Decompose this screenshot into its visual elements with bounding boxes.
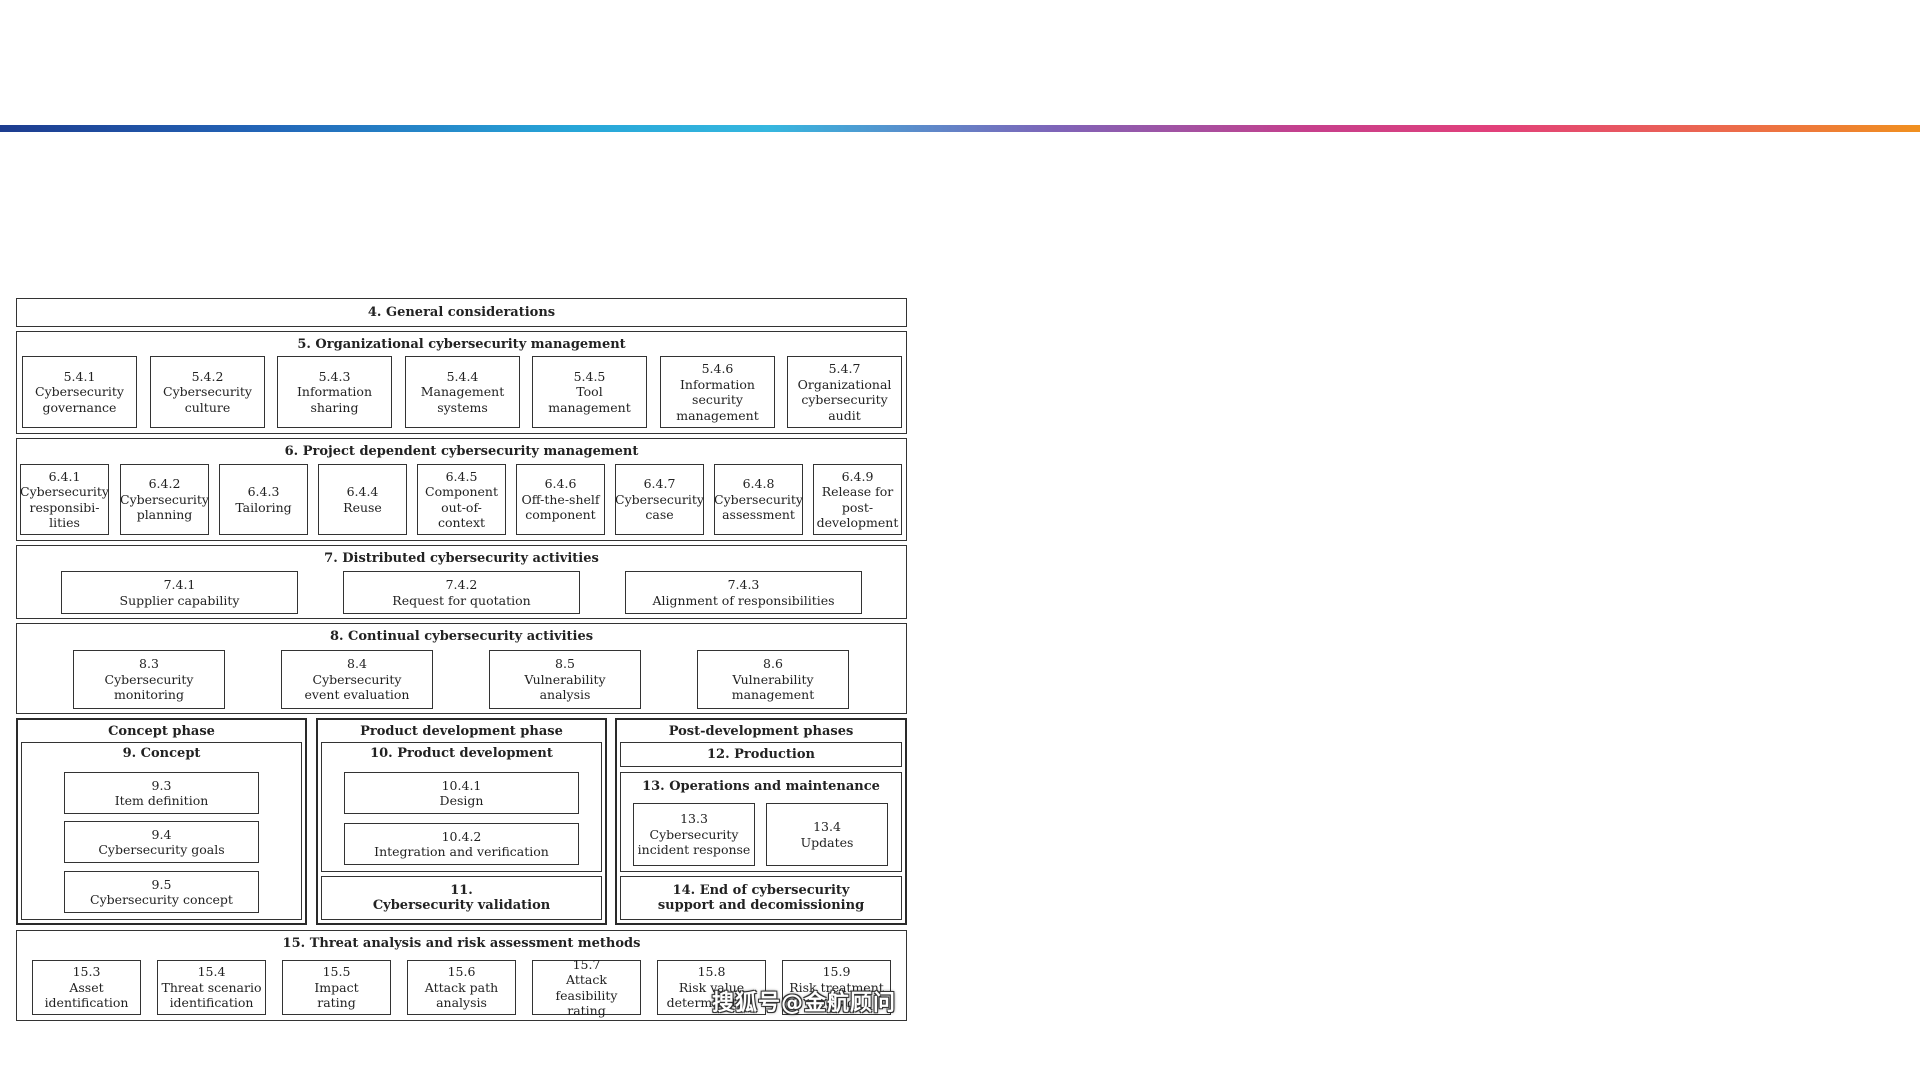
product-development-item: 10.4.2 Integration and verification — [344, 823, 579, 865]
continual-item: 8.5 Vulnerability analysis — [489, 650, 641, 709]
continual-item-label: 8.3 Cybersecurity monitoring — [104, 656, 194, 703]
end-of-support-section: 14. End of cybersecurity support and dec… — [620, 876, 902, 920]
org-item: 5.4.2 Cybersecurity culture — [150, 356, 265, 428]
project-item: 6.4.3 Tailoring — [219, 464, 308, 535]
concept-item-label: 9.4 Cybersecurity goals — [98, 826, 225, 858]
org-item: 5.4.1 Cybersecurity governance — [22, 356, 137, 428]
section-threat-analysis-title: 15. Threat analysis and risk assessment … — [282, 936, 641, 952]
distributed-item: 7.4.1 Supplier capability — [61, 571, 298, 614]
threat-item-label: 15.9 Risk treatment decision — [789, 964, 884, 1011]
threat-item-label: 15.5 Impact rating — [314, 964, 359, 1011]
product-development-item: 10.4.1 Design — [344, 772, 579, 814]
continual-item-label: 8.4 Cybersecurity event evaluation — [304, 656, 410, 703]
continual-item: 8.3 Cybersecurity monitoring — [73, 650, 225, 709]
threat-item: 15.3 Asset identification — [32, 960, 141, 1015]
section-general-label: 4. General considerations — [367, 304, 556, 320]
project-item: 6.4.2 Cybersecurity planning — [120, 464, 209, 535]
section-distributed-title: 7. Distributed cybersecurity activities — [324, 551, 599, 567]
project-item: 6.4.5 Component out-of-context — [417, 464, 506, 535]
project-item-label: 6.4.9 Release for post- development — [816, 468, 899, 531]
continual-item: 8.6 Vulnerability management — [697, 650, 849, 709]
threat-item-label: 15.3 Asset identification — [44, 964, 129, 1011]
project-item-label: 6.4.3 Tailoring — [235, 484, 292, 515]
continual-item-label: 8.6 Vulnerability management — [731, 656, 815, 703]
org-item-label: 5.4.6 Information security management — [676, 361, 759, 423]
threat-item: 15.7 Attack feasibility rating — [532, 956, 641, 1019]
operations-item-label: 13.3 Cybersecurity incident response — [637, 811, 751, 858]
project-item: 6.4.9 Release for post- development — [813, 464, 902, 535]
threat-item-label: 15.6 Attack path analysis — [424, 964, 499, 1011]
project-item-label: 6.4.8 Cybersecurity assessment — [714, 476, 803, 523]
project-item: 6.4.4 Reuse — [318, 464, 407, 535]
threat-item: 15.5 Impact rating — [282, 960, 391, 1015]
project-item: 6.4.6 Off-the-shelf component — [516, 464, 605, 535]
distributed-item-label: 7.4.1 Supplier capability — [119, 577, 240, 608]
operations-item: 13.4 Updates — [766, 803, 888, 866]
iso21434-structure-diagram: 4. General considerations 5. Organization… — [16, 298, 908, 1024]
threat-item-label: 15.7 Attack feasibility rating — [555, 956, 618, 1019]
distributed-item: 7.4.3 Alignment of responsibilities — [625, 571, 862, 614]
concept-section-title: 9. Concept — [122, 746, 201, 762]
production-section-label: 12. Production — [707, 746, 815, 762]
concept-item: 9.4 Cybersecurity goals — [64, 821, 259, 863]
org-item: 5.4.5 Tool management — [532, 356, 647, 428]
project-item-label: 6.4.7 Cybersecurity case — [615, 476, 704, 523]
post-development-phases-title: Post-development phases — [668, 723, 854, 739]
project-item-label: 6.4.1 Cybersecurity responsibi- lities — [20, 468, 109, 531]
watermark-text: 搜狐号@金航顾问 — [712, 991, 897, 1016]
concept-phase-title: Concept phase — [108, 723, 215, 739]
org-item-label: 5.4.1 Cybersecurity governance — [35, 368, 124, 415]
continual-item-label: 8.5 Vulnerability analysis — [524, 656, 606, 703]
org-item-label: 5.4.7 Organizational cybersecurity audit — [797, 361, 892, 423]
org-item: 5.4.3 Information sharing — [277, 356, 392, 428]
concept-item-label: 9.5 Cybersecurity concept — [90, 876, 233, 908]
continual-item: 8.4 Cybersecurity event evaluation — [281, 650, 433, 709]
org-item: 5.4.6 Information security management — [660, 356, 775, 428]
section-general: 4. General considerations — [16, 298, 907, 327]
header-gradient-bar — [0, 125, 1920, 132]
distributed-item-label: 7.4.2 Request for quotation — [392, 577, 531, 608]
threat-item: 15.4 Threat scenario identification — [157, 960, 266, 1015]
org-item: 5.4.4 Management systems — [405, 356, 520, 428]
product-development-item-label: 10.4.1 Design — [439, 777, 484, 809]
project-item-label: 6.4.2 Cybersecurity planning — [120, 476, 209, 523]
project-item-label: 6.4.5 Component out-of-context — [425, 468, 498, 531]
threat-item: 15.8 Risk value determination — [657, 960, 766, 1015]
validation-section-label: 11. Cybersecurity validation — [372, 882, 551, 914]
concept-item: 9.3 Item definition — [64, 772, 259, 814]
project-item: 6.4.1 Cybersecurity responsibi- lities — [20, 464, 109, 535]
operations-section-title: 13. Operations and maintenance — [642, 779, 880, 795]
section-continual-title: 8. Continual cybersecurity activities — [329, 629, 594, 645]
distributed-item: 7.4.2 Request for quotation — [343, 571, 580, 614]
production-section: 12. Production — [620, 742, 902, 767]
section-project-dependent-title: 6. Project dependent cybersecurity manag… — [284, 444, 639, 460]
concept-item-label: 9.3 Item definition — [114, 777, 209, 809]
product-development-phase-title: Product development phase — [360, 723, 563, 739]
project-item: 6.4.7 Cybersecurity case — [615, 464, 704, 535]
org-item-label: 5.4.4 Management systems — [420, 368, 505, 415]
org-item-label: 5.4.2 Cybersecurity culture — [163, 368, 252, 415]
project-item-label: 6.4.6 Off-the-shelf component — [521, 476, 600, 523]
operations-item-label: 13.4 Updates — [800, 819, 854, 850]
org-item-label: 5.4.3 Information sharing — [296, 368, 373, 415]
distributed-item-label: 7.4.3 Alignment of responsibilities — [652, 577, 835, 608]
product-development-section-title: 10. Product development — [370, 746, 553, 762]
threat-item-label: 15.8 Risk value determination — [666, 964, 757, 1011]
end-of-support-section-label: 14. End of cybersecurity support and dec… — [657, 882, 865, 914]
section-organizational-title: 5. Organizational cybersecurity manageme… — [297, 337, 626, 353]
org-item: 5.4.7 Organizational cybersecurity audit — [787, 356, 902, 428]
threat-item-label: 15.4 Threat scenario identification — [161, 964, 262, 1011]
product-development-item-label: 10.4.2 Integration and verification — [374, 828, 549, 860]
operations-item: 13.3 Cybersecurity incident response — [633, 803, 755, 866]
validation-section: 11. Cybersecurity validation — [321, 876, 602, 920]
threat-item: 15.6 Attack path analysis — [407, 960, 516, 1015]
threat-item: 15.9 Risk treatment decision — [782, 960, 891, 1015]
org-item-label: 5.4.5 Tool management — [548, 368, 631, 415]
concept-item: 9.5 Cybersecurity concept — [64, 871, 259, 913]
project-item-label: 6.4.4 Reuse — [343, 484, 382, 515]
project-item: 6.4.8 Cybersecurity assessment — [714, 464, 803, 535]
